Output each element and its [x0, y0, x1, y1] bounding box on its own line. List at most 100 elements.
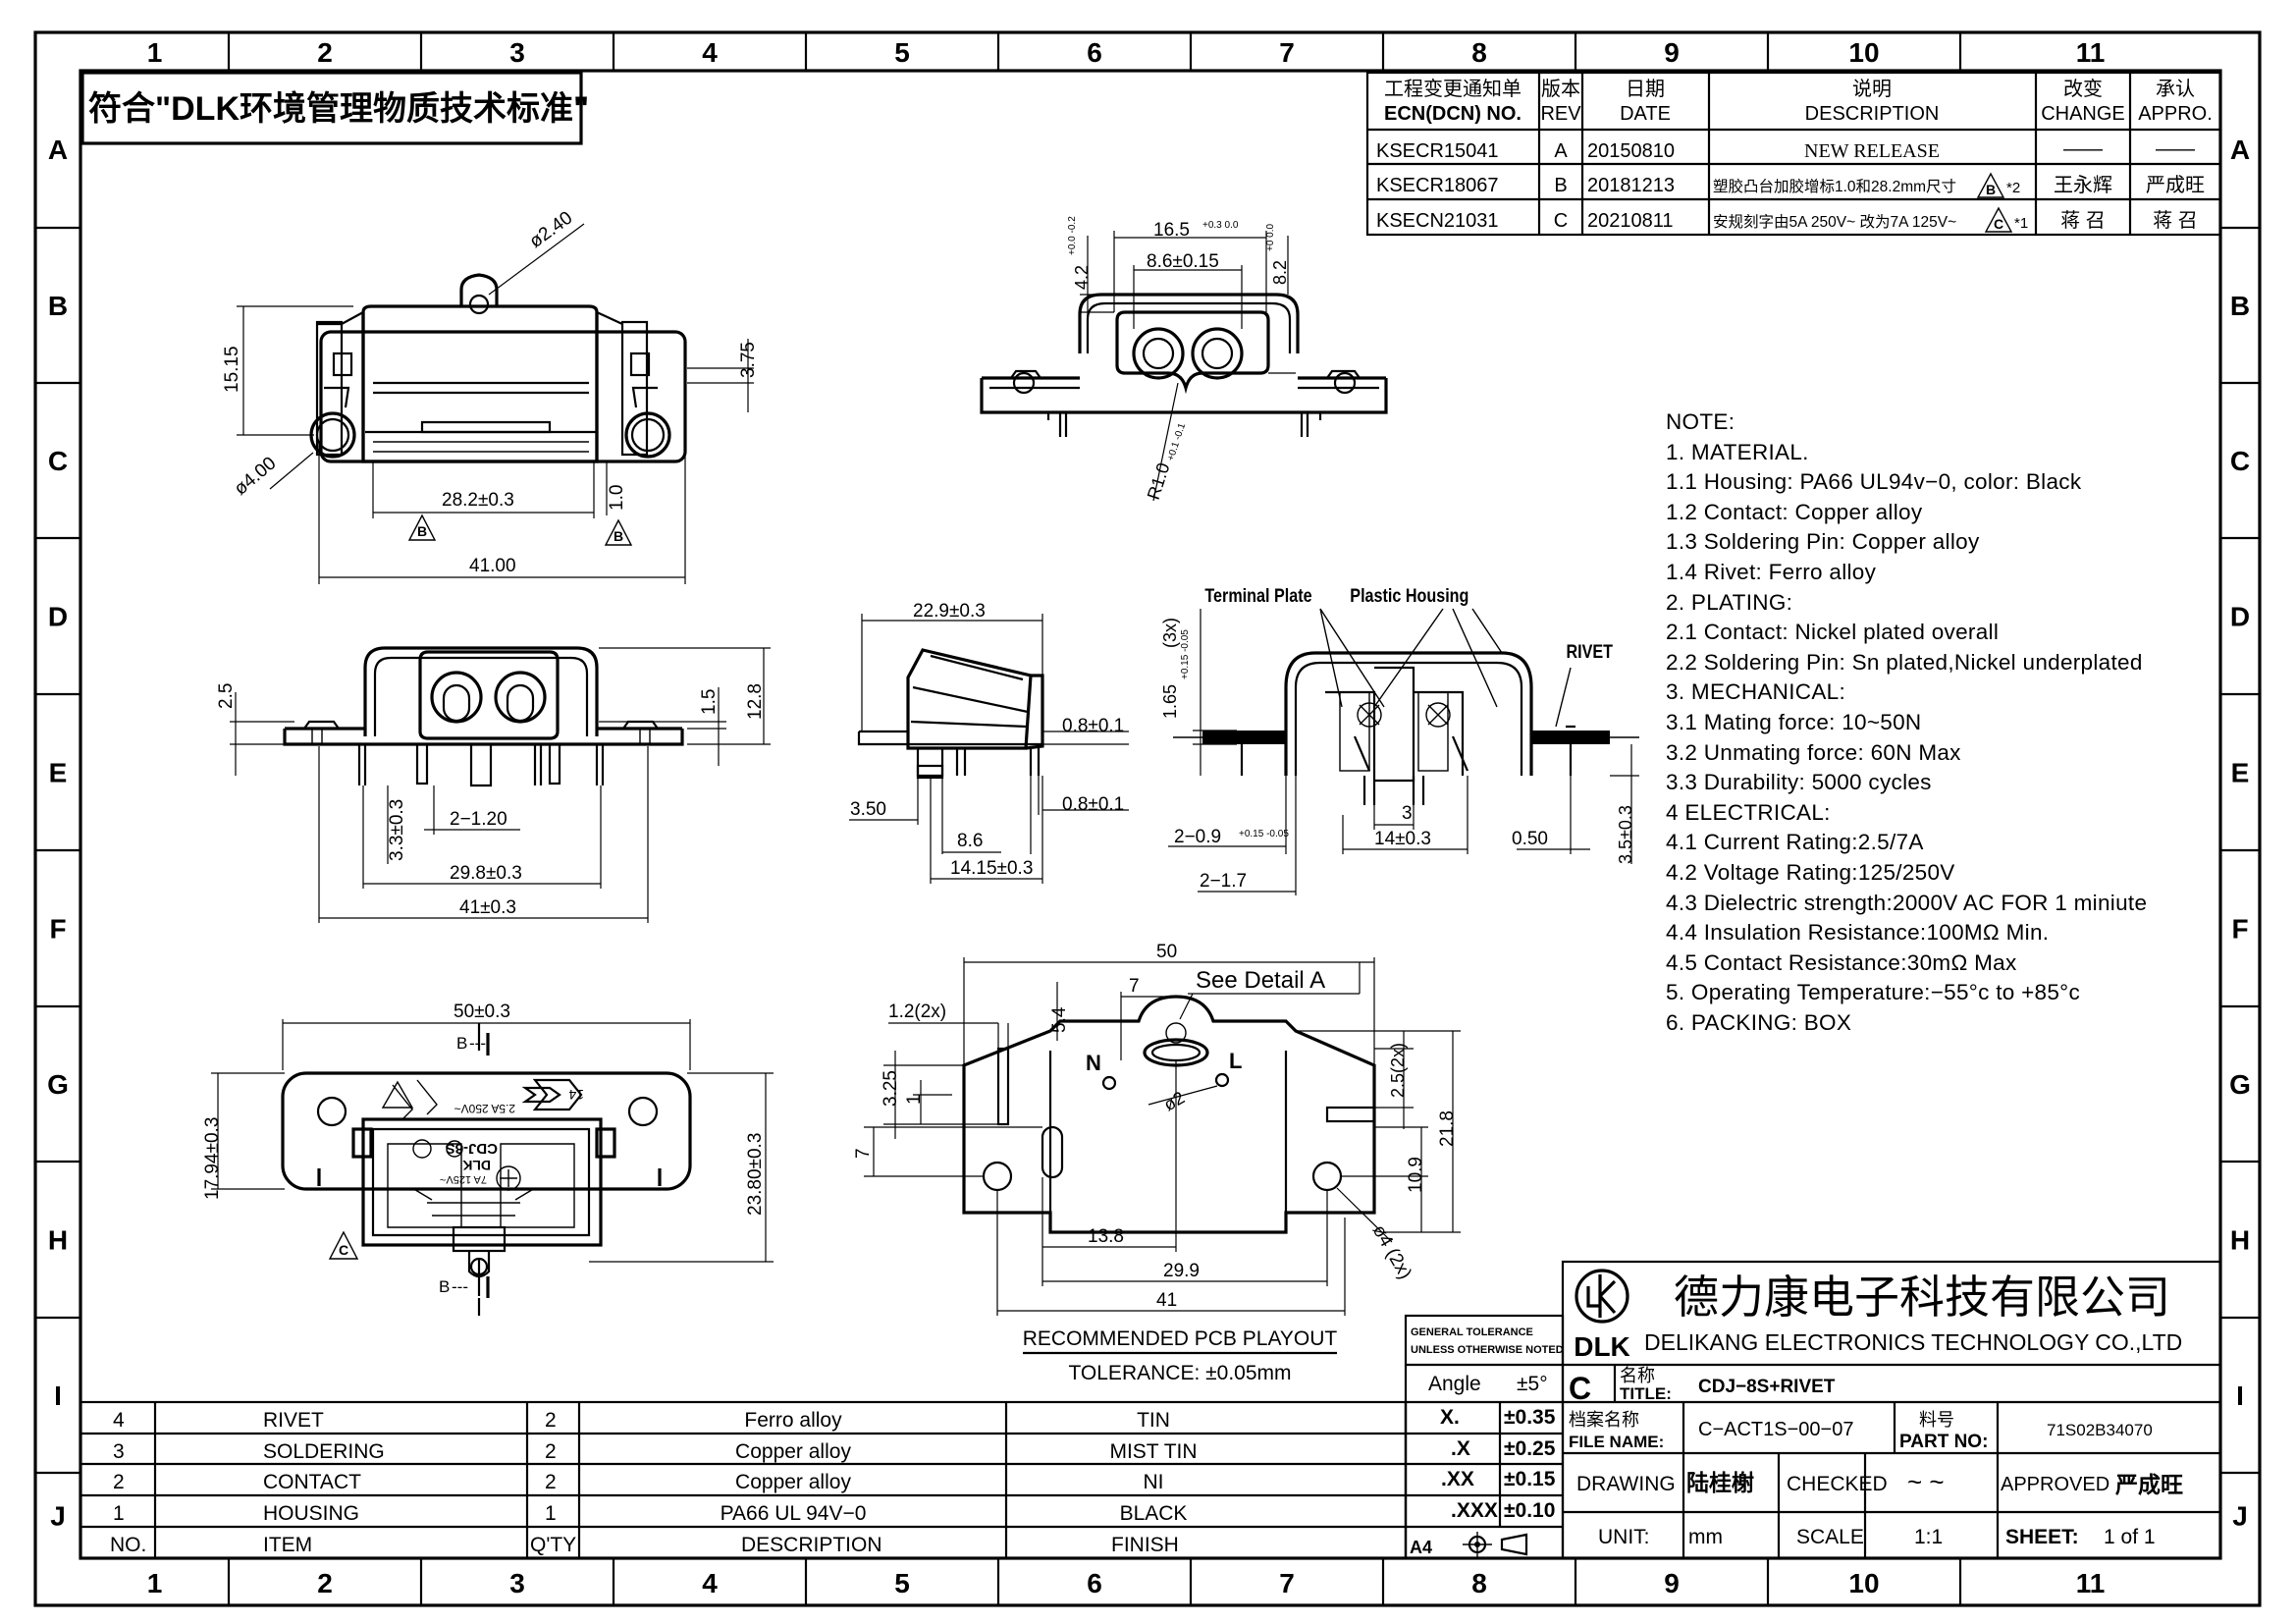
tolerance-value: ±0.35: [1504, 1406, 1556, 1429]
tolerance-value: ±0.25: [1504, 1437, 1556, 1460]
projection-symbol-icon: [1463, 1532, 1528, 1557]
rev-header-rev-cn: 版本: [1541, 78, 1580, 100]
dim-bottom-height: 17.94±0.3: [202, 1117, 223, 1200]
column-label: 9: [1664, 1568, 1680, 1598]
dim-pcb-7b: 7: [853, 1148, 874, 1159]
dim-total-height: 12.8: [745, 683, 766, 720]
svg-text:C: C: [339, 1242, 348, 1258]
row-label: F: [2231, 914, 2248, 945]
dim-width-inner: 28.2±0.3: [442, 490, 514, 511]
tolerance-key: .X: [1451, 1437, 1470, 1460]
column-label: 11: [2076, 1568, 2106, 1598]
dim-section-p2: 2−1.7: [1200, 871, 1247, 892]
tolerance-key: .XX: [1441, 1468, 1474, 1490]
rev-header-date-cn: 日期: [1626, 79, 1665, 100]
note-line: 1.3 Soldering Pin: Copper alloy: [1666, 529, 1980, 555]
rev-change: 王永辉: [2054, 174, 2112, 196]
dim-offset: 3.75: [738, 342, 759, 378]
part-label-en: PART NO:: [1899, 1432, 1988, 1452]
dim-contact-spacing: 8.6±0.15: [1147, 251, 1219, 272]
bom-header-item: ITEM: [263, 1534, 312, 1556]
section-marker-b: B: [456, 1034, 467, 1053]
rev-row-c: KSECN21031 C 20210811 安规刻字由5A 250V~ 改为7A…: [1376, 206, 2198, 233]
bom-header: NO. ITEM Q'TY DESCRIPTION FINISH: [110, 1534, 1179, 1556]
rev-header-change-cn: 改变: [2063, 78, 2103, 100]
bom-header-no: NO.: [110, 1534, 146, 1556]
dim-pcb-width: 50: [1156, 942, 1177, 962]
column-label: 9: [1664, 37, 1680, 68]
column-label: 7: [1279, 1568, 1295, 1598]
bom-no: 4: [113, 1409, 125, 1432]
rev-header-ecn-cn: 工程变更通知单: [1384, 78, 1522, 100]
section-marker-b: B: [439, 1277, 450, 1296]
column-label: 5: [894, 37, 910, 68]
column-label: 2: [317, 1568, 333, 1598]
dim-face-width: 16.5: [1153, 220, 1190, 241]
note-line: 1.1 Housing: PA66 UL94v−0, color: Black: [1666, 469, 2082, 495]
dim-pcb-7: 7: [1129, 976, 1140, 997]
column-label: 6: [1087, 37, 1102, 68]
label-rivet: RIVET: [1566, 641, 1613, 663]
svg-text:---: ---: [469, 1034, 486, 1053]
column-label: 10: [1848, 37, 1879, 68]
rev-desc: 安规刻字由5A 250V~ 改为7A 125V~: [1713, 213, 1956, 231]
dim-side-width: 22.9±0.3: [913, 601, 986, 622]
tolerance-title-2: UNLESS OTHERWISE NOTED: [1411, 1344, 1564, 1356]
bom-no: 3: [113, 1440, 125, 1463]
note-line: 1. MATERIAL.: [1666, 439, 1809, 464]
pcb-tolerance: TOLERANCE: ±0.05mm: [1068, 1362, 1291, 1384]
section-view: Terminal Plate Plastic Housing RIVET 1.6…: [1160, 585, 1639, 895]
row-label: B: [2230, 291, 2250, 321]
column-label: 7: [1279, 37, 1295, 68]
drawing-by: 陆桂榭: [1686, 1470, 1754, 1495]
note-line: NOTE:: [1666, 409, 1735, 434]
dim-face-top-tol: +0.0 -0.2: [1067, 216, 1078, 255]
title-label-en: TITLE:: [1620, 1384, 1672, 1403]
row-label: A: [48, 135, 68, 165]
revision-triangle-icon: C: [1984, 206, 2013, 233]
note-line: 3.2 Unmating force: 60N Max: [1666, 739, 1961, 765]
rev-ecn: KSECN21031: [1376, 210, 1499, 232]
svg-text:C: C: [1994, 216, 2003, 232]
bottom-part-number: CDJ-8S: [446, 1140, 498, 1157]
dim-side-thick2: 0.8±0.1: [1062, 794, 1124, 815]
file-label-en: FILE NAME:: [1569, 1433, 1664, 1451]
svg-text:---: ---: [452, 1277, 468, 1296]
sheet-value: 1 of 1: [2104, 1526, 2156, 1548]
rev-letter: C: [1554, 210, 1568, 232]
rev-letter: B: [1554, 175, 1567, 196]
column-label: 4: [702, 1568, 718, 1598]
title-block-text: DLK 德力康电子科技有限公司 DELIKANG ELECTRONICS TEC…: [1569, 1269, 2183, 1548]
column-label: 8: [1471, 37, 1487, 68]
compliance-box: 符合"DLK环境管理物质技术标准": [80, 71, 589, 145]
row-label: I: [2236, 1380, 2244, 1411]
note-line: 3.3 Durability: 5000 cycles: [1666, 770, 1932, 795]
svg-text:B: B: [417, 523, 427, 539]
rev-appro: 严成旺: [2146, 174, 2205, 196]
row-label: D: [2230, 602, 2250, 632]
dim-step-height: 1.5: [699, 689, 720, 715]
note-line: 4.4 Insulation Resistance:100MΩ Min.: [1666, 920, 2050, 946]
sheet-size: A4: [1410, 1538, 1432, 1557]
dim-pin-span: 29.8±0.3: [450, 863, 522, 884]
general-tolerance: [1404, 1314, 1565, 1560]
general-tolerance-text: GENERAL TOLERANCE UNLESS OTHERWISE NOTED…: [1410, 1326, 1564, 1557]
dim-section-s: 3: [1402, 803, 1413, 824]
scale-value: 1:1: [1914, 1526, 1943, 1548]
drawing-label: DRAWING: [1576, 1473, 1676, 1495]
bom-no: 2: [113, 1471, 125, 1493]
face-view: 16.5 +0.3 0.0 8.6±0.15 4.2 +0.0 -0.2 8.2…: [980, 216, 1388, 502]
part-number: 71S02B34070: [2047, 1421, 2153, 1439]
rev-ecn: KSECR15041: [1376, 140, 1499, 162]
sheet-label: SHEET:: [2005, 1526, 2079, 1548]
revision-triangle-icon: C: [328, 1230, 359, 1260]
revision-table: [1365, 71, 2222, 237]
revision-table-text: 工程变更通知单 ECN(DCN) NO. 版本 REV 日期 DATE 说明 D…: [1376, 78, 2213, 233]
svg-text:B: B: [1986, 182, 1996, 197]
row-label: E: [2231, 758, 2250, 788]
dim-section-t: 0.50: [1512, 829, 1548, 849]
